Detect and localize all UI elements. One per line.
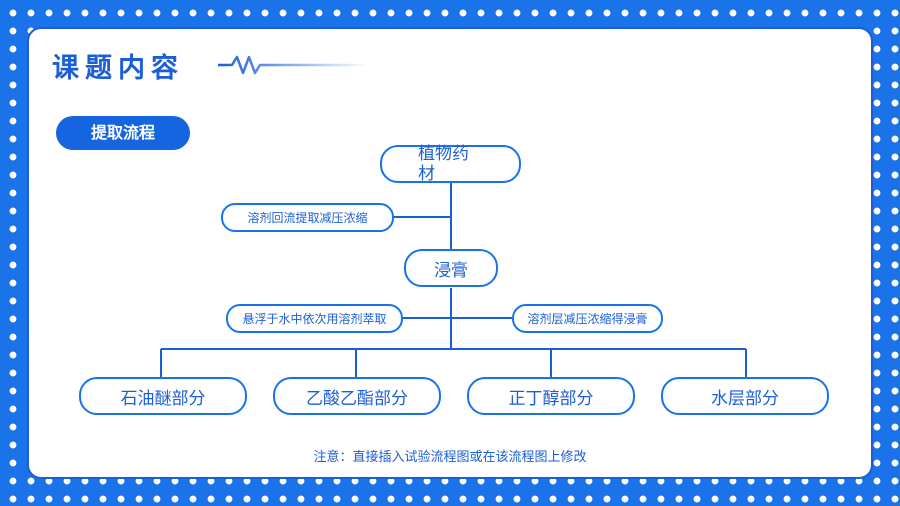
node-root-label: 植物药材 xyxy=(418,144,469,184)
node-step2-right: 溶剂层减压浓缩得浸膏 xyxy=(512,304,663,333)
footer-note: 注意：直接插入试验流程图或在该流程图上修改 xyxy=(313,450,587,465)
node-fraction-4-label: 水层部分 xyxy=(711,388,779,409)
node-step1-label: 溶剂回流提取减压浓缩 xyxy=(247,211,368,225)
node-root: 植物药材 xyxy=(380,144,521,184)
node-fraction-2: 乙酸乙酯部分 xyxy=(273,377,441,415)
node-fraction-3-label: 正丁醇部分 xyxy=(508,388,594,409)
heartbeat-line-icon xyxy=(218,55,368,75)
node-fraction-4: 水层部分 xyxy=(661,377,829,415)
node-extract: 浸膏 xyxy=(404,249,498,287)
node-step2-left: 悬浮于水中依次用溶剂萃取 xyxy=(226,304,403,333)
node-step2-right-label: 溶剂层减压浓缩得浸膏 xyxy=(527,312,648,326)
node-fraction-1: 石油醚部分 xyxy=(79,377,247,415)
node-extract-label: 浸膏 xyxy=(434,260,468,281)
node-fraction-1-label: 石油醚部分 xyxy=(120,388,206,409)
node-step1: 溶剂回流提取减压浓缩 xyxy=(221,203,394,232)
node-step2-left-label: 悬浮于水中依次用溶剂萃取 xyxy=(242,312,387,326)
page-title: 课题内容 xyxy=(52,53,184,84)
node-fraction-2-label: 乙酸乙酯部分 xyxy=(306,388,408,409)
node-fraction-3: 正丁醇部分 xyxy=(467,377,635,415)
section-label: 提取流程 xyxy=(56,116,190,150)
